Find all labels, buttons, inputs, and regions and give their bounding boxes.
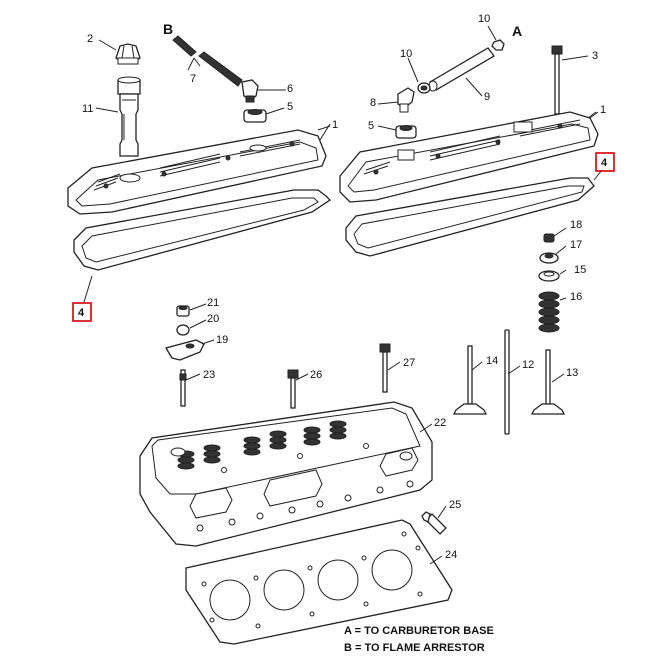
callout-7: 7 [190, 73, 196, 85]
oil-filler-cap [115, 43, 141, 65]
valve-lock [543, 233, 555, 243]
callout-12: 12 [522, 359, 534, 371]
callout-4-right-highlight: 4 [595, 152, 615, 172]
pcv-hose-b [172, 35, 243, 87]
callout-21: 21 [207, 297, 219, 309]
callout-letter-b: B [163, 21, 173, 37]
pushrod [504, 329, 510, 435]
callout-23: 23 [203, 369, 215, 381]
rotator-cap [539, 252, 559, 264]
callout-letter-a: A [512, 23, 522, 39]
breather-tube [117, 76, 141, 157]
nut-mid [417, 82, 431, 94]
callout-1-left: 1 [332, 119, 338, 131]
grommet-right [395, 125, 417, 139]
cylinder-head [139, 401, 433, 547]
callout-20: 20 [207, 313, 219, 325]
rocker-nut [176, 305, 190, 317]
vent-tube [428, 47, 495, 92]
legend-line-a: A = TO CARBURETOR BASE [344, 625, 494, 637]
callout-labels: 2 11 B 7 6 5 1 10 A 3 10 9 8 5 1 18 17 1… [82, 13, 606, 561]
grommet-left [243, 109, 267, 123]
callout-8: 8 [370, 97, 376, 109]
callout-13: 13 [566, 367, 578, 379]
valve-seal [538, 270, 560, 282]
valve-cover-left [67, 123, 331, 215]
valve-cover-gasket-right [345, 169, 603, 257]
callout-4-left-highlight: 4 [72, 302, 92, 322]
head-gasket [185, 519, 453, 645]
callout-4-right: 4 [601, 157, 608, 169]
head-bolt-short [287, 369, 299, 409]
exhaust-valve [530, 349, 566, 415]
callout-17: 17 [570, 239, 582, 251]
head-bolt-long [379, 343, 391, 393]
legend-line-b: B = TO FLAME ARRESTOR [344, 642, 485, 654]
callout-4-left: 4 [78, 307, 85, 319]
callout-10-top: 10 [478, 13, 490, 25]
elbow-fitting [397, 87, 415, 113]
callout-3: 3 [592, 50, 598, 62]
callout-14: 14 [486, 355, 498, 367]
callout-6: 6 [287, 83, 293, 95]
callout-9: 9 [484, 91, 490, 103]
valve-cover-right [339, 111, 599, 203]
head-valve-springs [177, 420, 347, 470]
callout-26: 26 [310, 369, 322, 381]
intake-valve [452, 345, 488, 415]
leader-lines [95, 25, 597, 565]
callout-5-right: 5 [368, 120, 374, 132]
rocker-ball [176, 324, 190, 336]
callout-10-mid: 10 [400, 48, 412, 60]
callout-24: 24 [445, 549, 457, 561]
rocker-arm [164, 339, 205, 361]
callout-11: 11 [82, 103, 93, 115]
callout-22: 22 [434, 417, 446, 429]
callout-1-right: 1 [600, 104, 606, 116]
valve-spring [538, 291, 560, 333]
valve-cover-gasket-left [73, 189, 332, 303]
rocker-stud [179, 369, 187, 407]
callout-25: 25 [449, 499, 461, 511]
callout-27: 27 [403, 357, 415, 369]
nut-top [491, 39, 505, 51]
callout-2: 2 [87, 33, 93, 45]
callout-16: 16 [570, 291, 582, 303]
callout-18: 18 [570, 219, 582, 231]
legend: A = TO CARBURETOR BASE B = TO FLAME ARRE… [344, 625, 494, 654]
valve-cover-bolt [551, 45, 563, 115]
callout-5-left: 5 [287, 101, 293, 113]
callout-19: 19 [216, 334, 228, 346]
head-bolt-small [421, 511, 447, 535]
callout-15: 15 [574, 264, 586, 276]
pcv-valve-elbow [241, 79, 259, 103]
